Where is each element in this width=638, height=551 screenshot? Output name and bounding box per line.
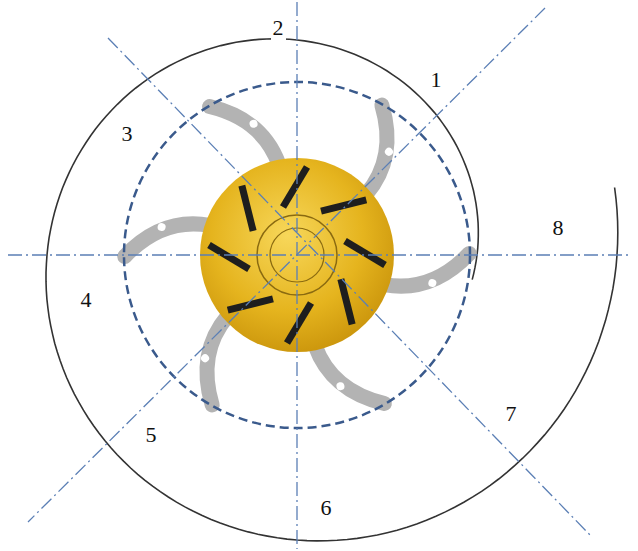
hub-slot [321, 183, 366, 228]
hub-slot [209, 245, 249, 269]
section-number: 6 [319, 496, 334, 520]
section-lines [8, 2, 632, 549]
hub-slot [283, 167, 307, 207]
section-number: 7 [504, 402, 519, 426]
hub-slot [324, 279, 369, 324]
hub-slot [345, 241, 385, 265]
section-number: 8 [551, 216, 566, 240]
volute-casing [46, 39, 618, 541]
hub-slot [228, 282, 273, 327]
section-number: 1 [429, 68, 444, 92]
blade [384, 234, 469, 303]
hub-slot [287, 303, 311, 343]
section-number: 4 [79, 288, 94, 312]
hub-slot [225, 186, 270, 231]
blade [125, 206, 210, 275]
section-number: 2 [271, 16, 286, 40]
section-number: 5 [144, 423, 159, 447]
section-number: 3 [120, 122, 135, 146]
